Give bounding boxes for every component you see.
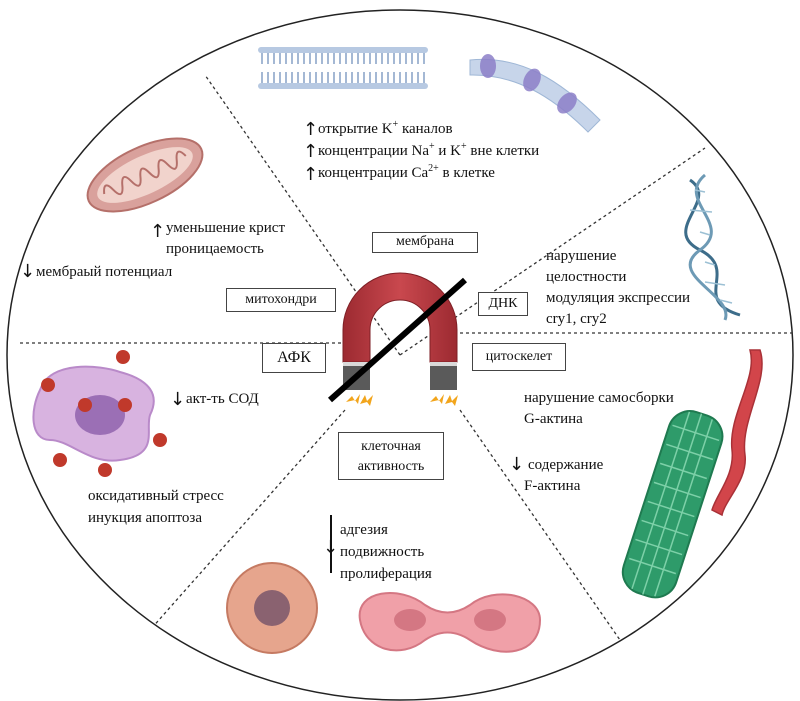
mito-text-3: мембраый потенциал: [36, 264, 173, 280]
arrow-shaft: [330, 515, 332, 573]
cytoskeleton-label: цитоскелет: [485, 349, 553, 364]
membrane-text-2: концентрации Na+ и K+ вне клетки: [318, 141, 540, 160]
cyto-text-2: G-актина: [524, 411, 583, 427]
membrane-box: мембрана: [372, 232, 478, 253]
actin-illustration: [621, 349, 763, 599]
mitochondria-label: митохондри: [245, 292, 317, 307]
cell-activity-box: клеточная активность: [338, 432, 444, 480]
dna-text-4: cry1, cry2: [546, 311, 607, 327]
ros-text-2: оксидативный стресс: [88, 488, 224, 504]
dna-illustration: [684, 173, 741, 321]
cyto-text-3: содержание: [528, 457, 604, 473]
mitochondria-illustration: [86, 137, 204, 213]
dna-label: ДНК: [488, 296, 518, 311]
dna-box: ДНК: [478, 292, 528, 316]
ros-box: АФК: [262, 343, 326, 373]
mitochondria-box: митохондри: [226, 288, 336, 312]
ros-text-1: акт-ть СОД: [186, 391, 259, 407]
activity-text-2: подвижность: [340, 544, 425, 560]
arrow-up-icon: ↑: [303, 164, 319, 185]
magnet-icon: [328, 272, 467, 403]
cyto-text-1: нарушение самосборки: [524, 390, 674, 406]
mito-text-1: уменьшение крист: [166, 220, 286, 236]
spark-icons: [346, 394, 458, 406]
arrow-down-icon: ↓: [20, 261, 36, 282]
dna-text-2: целостности: [546, 269, 627, 285]
ros-cell-illustration: [32, 350, 167, 477]
mito-text-2: проницаемость: [166, 241, 264, 257]
membrane-text-3: концентрации Ca2+ в клетке: [318, 163, 495, 182]
arrow-up-icon: ↑: [303, 141, 319, 162]
arrow-up-icon: ↑: [303, 119, 319, 140]
membrane-label: мембрана: [396, 234, 454, 249]
ros-label: АФК: [277, 349, 311, 366]
membrane-text-1: открытие K+ каналов: [318, 119, 453, 138]
dna-text-3: модуляция экспрессии: [546, 290, 691, 306]
activity-cells-illustration: [226, 562, 542, 654]
cell-activity-label: клеточная активность: [357, 439, 425, 474]
ros-star-icons: [41, 350, 167, 477]
arrow-down-icon: ↓: [509, 454, 525, 475]
activity-text-3: пролиферация: [340, 566, 432, 582]
ros-text-3: инукция апоптоза: [88, 510, 203, 526]
prohibition-line: [328, 277, 467, 403]
arrow-down-icon: ↓: [170, 389, 186, 410]
cyto-text-4: F-актина: [524, 478, 581, 494]
arrow-up-icon: ↑: [150, 221, 166, 242]
dna-text-1: нарушение: [546, 248, 617, 264]
membrane-illustration: [258, 47, 601, 133]
activity-text-1: адгезия: [340, 522, 388, 538]
cytoskeleton-box: цитоскелет: [472, 343, 566, 371]
